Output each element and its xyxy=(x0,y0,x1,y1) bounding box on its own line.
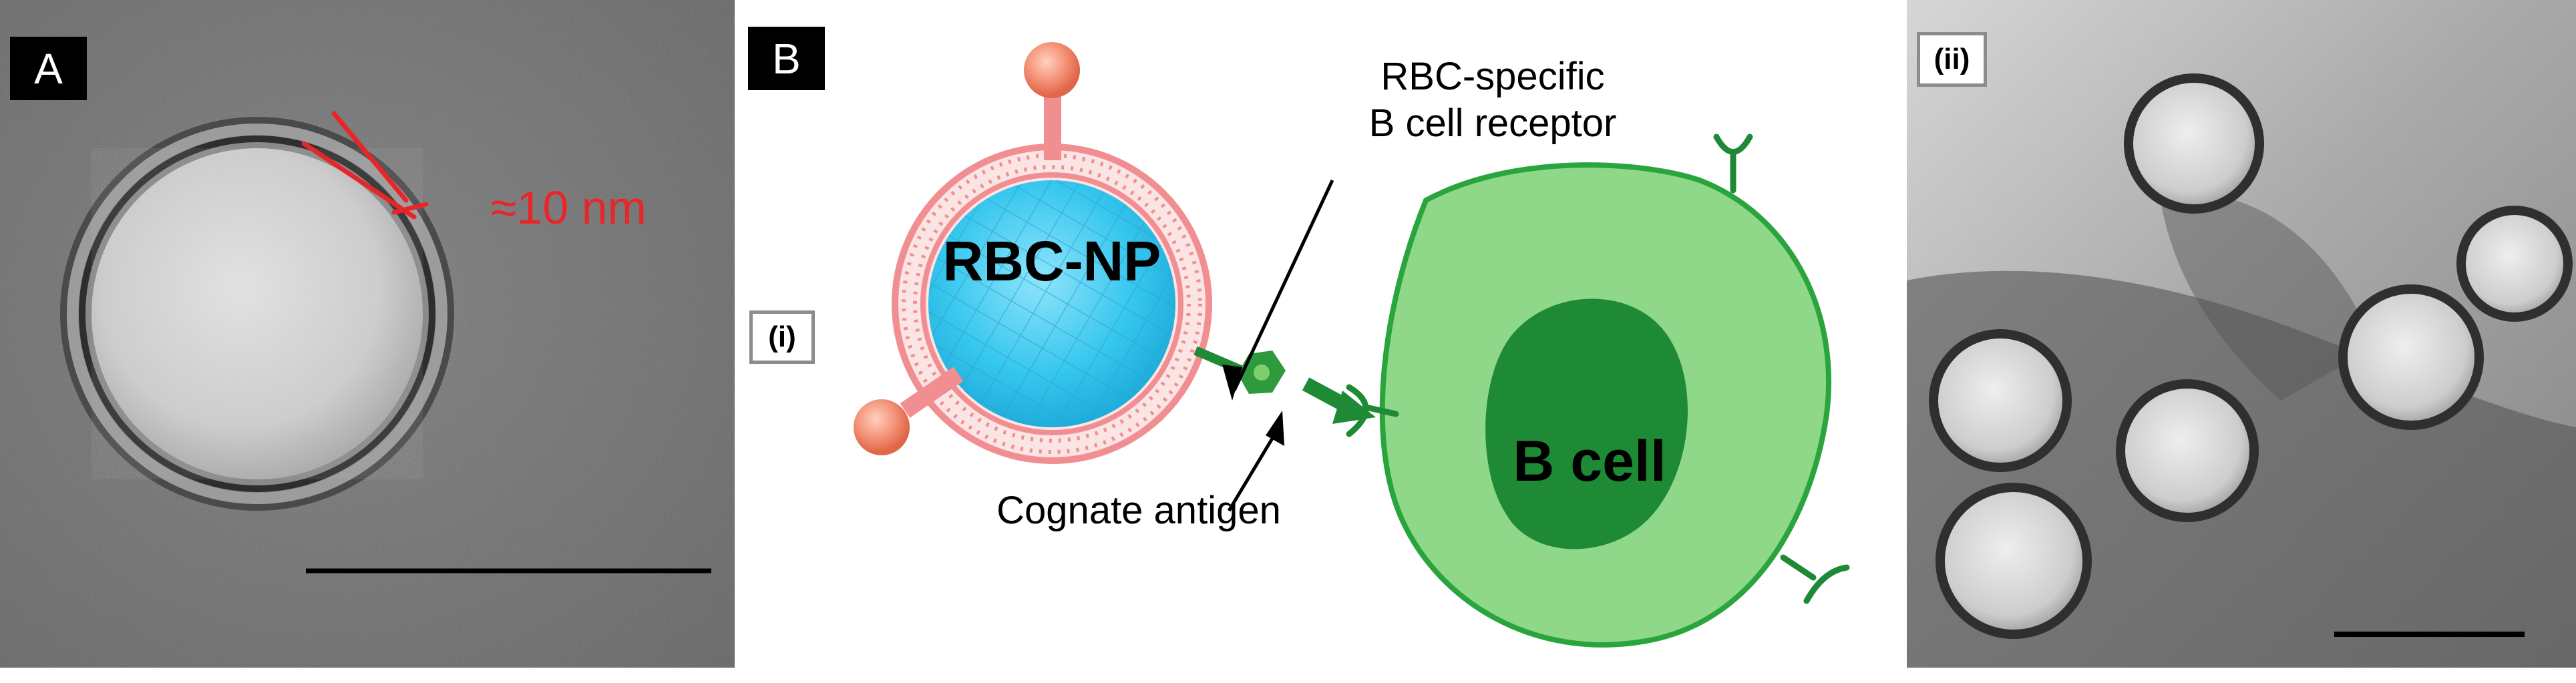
antigen-label: Cognate antigen xyxy=(996,489,1281,532)
binding-arrow xyxy=(1302,377,1376,424)
membrane-protein-top xyxy=(1024,42,1080,160)
b-cell-nucleus xyxy=(1485,298,1688,549)
membrane-thickness-label: ≈10 nm xyxy=(491,182,647,234)
b-cell-receptors xyxy=(1346,134,1850,604)
panel-a-micrograph: ≈10 nm xyxy=(0,0,735,668)
b-cell xyxy=(1379,162,1832,648)
nanoparticle xyxy=(2124,73,2264,214)
membrane-protein-left xyxy=(854,367,964,455)
b-cell-label: B cell xyxy=(1513,429,1666,493)
nanoparticle xyxy=(2116,379,2259,522)
rbc-np-label: RBC-NP xyxy=(943,230,1161,292)
receptor-label-line1: RBC-specific xyxy=(1381,55,1605,98)
panel-b-tag: B xyxy=(748,27,825,90)
annotation-arrows xyxy=(1222,179,1334,512)
nanoparticle xyxy=(2456,206,2573,322)
nanoparticle xyxy=(1936,483,2092,639)
nanoparticle-core xyxy=(91,148,423,479)
receptor-label: RBC-specific B cell receptor xyxy=(1306,53,1680,147)
nanoparticle xyxy=(2338,284,2484,430)
nanoparticles xyxy=(1929,73,2573,639)
rbc-nanoparticle xyxy=(892,144,1212,464)
membrane-thickness-marker xyxy=(301,111,429,220)
panel-b-schematic: B cell RBC-NP xyxy=(854,42,1850,648)
panel-b-sub-tag: (i) xyxy=(749,310,815,364)
panel-a-tag: A xyxy=(10,37,87,100)
panel-ii-micrograph xyxy=(1907,0,2576,668)
nanoparticle xyxy=(1929,329,2072,472)
receptor-label-line2: B cell receptor xyxy=(1368,101,1617,145)
panel-ii-tag: (ii) xyxy=(1917,32,1987,87)
